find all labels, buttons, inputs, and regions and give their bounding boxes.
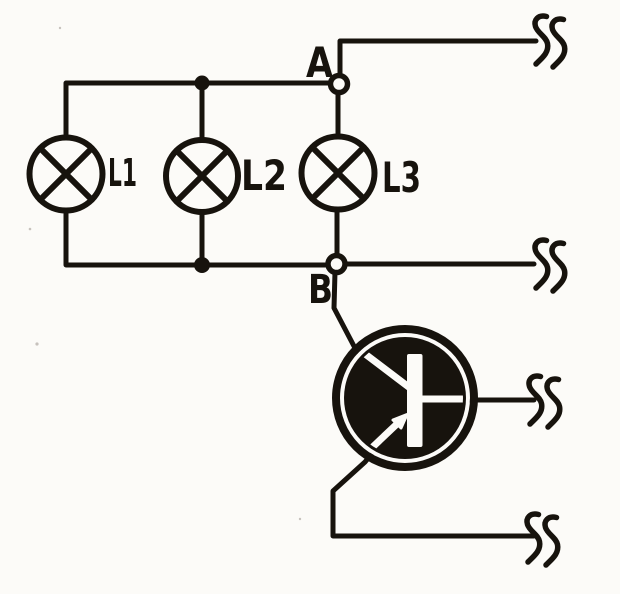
emitter-arrow-icon [391,413,409,430]
scan-speck [35,342,39,346]
lamp-circle-icon [298,133,378,213]
break-mark-b-right [535,240,565,291]
wire-terminal-a-to-top-right [337,38,539,79]
wires [63,38,539,539]
junction-dot-top [194,75,210,91]
wire-bottom-bus [63,208,331,268]
lamp-l1-label: L1 [108,151,137,195]
wire-top-bus [63,80,334,140]
lamp-x-icon [309,144,367,202]
terminal-b-label: B [308,267,333,313]
terminal-a-label: A [306,38,333,87]
break-mark-top-right [535,16,565,67]
lamp-circle-icon [26,134,106,214]
lamp-l2-label: L2 [241,151,287,200]
terminal-b-circle [325,252,348,276]
scan-speck [28,227,32,231]
transistor-symbol [332,325,478,471]
scan-speck [58,26,62,30]
lamp-l2-symbol [163,137,241,215]
break-mark-bottom-right [527,514,558,565]
scan-speck [298,517,302,521]
lamp-x-icon [173,147,231,205]
junction-dot-bottom [194,257,210,273]
transistor-base-bar [407,354,423,447]
transistor-outer-ring [332,325,478,471]
lamp-circle-icon [163,137,241,215]
transistor-body-disc [344,337,466,459]
terminal-a-circle [327,72,351,96]
lamp-x-icon [37,145,95,203]
lamp-l1-symbol [26,134,106,214]
lamp-l3-symbol [298,133,378,213]
lamp-l3-label: L3 [382,153,421,202]
